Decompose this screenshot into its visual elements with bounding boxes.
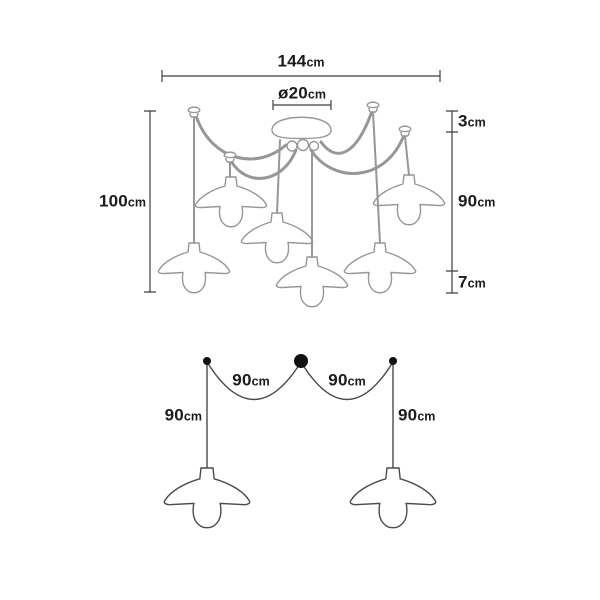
- schematic-swag-right-curve: [300, 361, 394, 400]
- ceiling-hook-3: [366, 101, 380, 113]
- schematic-anchor-dot-right: [389, 357, 397, 365]
- schematic-anchor-dot-left: [203, 357, 211, 365]
- right-segmented-dim-line: [446, 110, 458, 294]
- canopy-diameter-dim-line: [272, 100, 332, 110]
- overall-height-dim-line: [144, 110, 156, 293]
- lamp-shade-5: [343, 242, 417, 294]
- drop-cable-6: [404, 135, 410, 176]
- schematic-anchor-dot-center: [294, 354, 308, 368]
- lamp-shade-4: [275, 256, 349, 308]
- cable-knot-3: [308, 140, 320, 152]
- swag-cable-far-right: [309, 133, 406, 175]
- swag-cable-right: [319, 109, 374, 155]
- lamp-shade-6: [372, 174, 446, 226]
- cable-knot-1: [286, 140, 298, 152]
- swag-cable-left: [229, 148, 298, 180]
- drop-cable-5: [372, 111, 381, 244]
- ceiling-canopy: [271, 116, 332, 140]
- ceiling-hook-1: [187, 106, 201, 118]
- cable-knot-2: [296, 138, 310, 152]
- ceiling-hook-2: [223, 151, 237, 163]
- lamp-shade-1: [157, 242, 231, 294]
- drop-cable-3: [276, 139, 281, 214]
- schematic-shade-left: [163, 467, 251, 529]
- overall-width-dim-line: [161, 70, 441, 82]
- spider-pendant-drawing: [157, 101, 446, 308]
- ceiling-hook-4: [398, 125, 412, 137]
- schematic-swag-left-curve: [206, 361, 302, 400]
- swag-schematic-drawing: [163, 354, 437, 529]
- schematic-shade-right: [349, 467, 437, 529]
- lamp-shade-2: [194, 176, 268, 228]
- swag-cable-far-left: [194, 114, 288, 161]
- lamp-shade-3: [240, 212, 314, 264]
- dimension-lines: [144, 70, 458, 294]
